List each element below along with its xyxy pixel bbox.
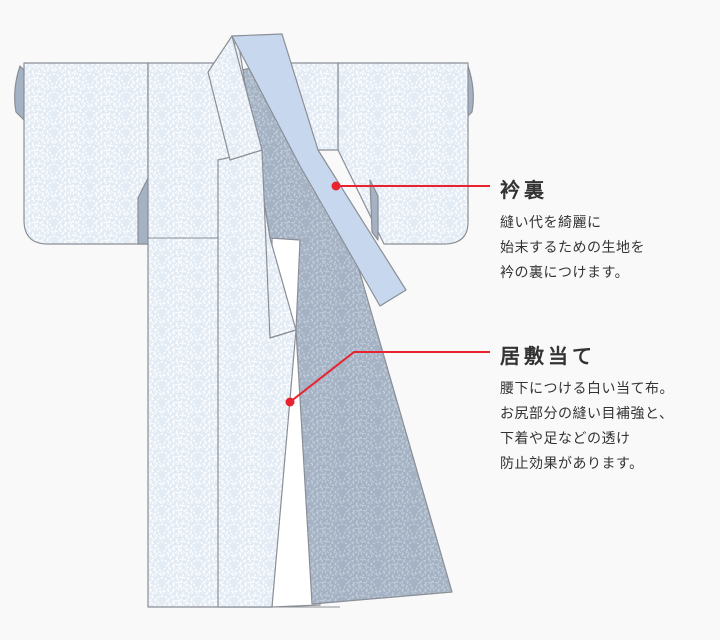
left-collar-strip xyxy=(207,35,263,161)
isu-ate-marker-dot xyxy=(285,397,295,407)
isu-ate-callout: 居敷当て 腰下につける白い当て布。 お尻部分の縫い目補強と、 下着や足などの透け… xyxy=(500,340,674,477)
left-sleeve-cuff xyxy=(14,65,25,121)
eri-ura-marker-dot xyxy=(331,181,341,191)
isu-ate-leader xyxy=(289,351,490,403)
isu-ate-line-3: 下着や足などの透け xyxy=(500,431,631,447)
eri-ura-line-2: 始末するための生地を xyxy=(500,240,645,256)
isu-ate-title: 居敷当て xyxy=(500,344,596,368)
eri-ura-callout: 衿裏 縫い代を綺麗に 始末するための生地を 衿の裏につけます。 xyxy=(500,174,645,286)
eri-ura-title: 衿裏 xyxy=(500,178,548,202)
left-sleeve xyxy=(23,62,149,245)
isu-ate-line-4: 防止効果があります。 xyxy=(500,456,644,472)
isu-ate-line-2: お尻部分の縫い目補強と、 xyxy=(500,406,674,422)
eri-ura-line-1: 縫い代を綺麗に xyxy=(500,215,602,231)
isu-ate-line-1: 腰下につける白い当て布。 xyxy=(500,381,674,397)
eri-ura-line-3: 衿の裏につけます。 xyxy=(500,265,630,281)
right-underarm-fold xyxy=(369,179,379,241)
eri-ura-collar-band xyxy=(231,33,407,307)
